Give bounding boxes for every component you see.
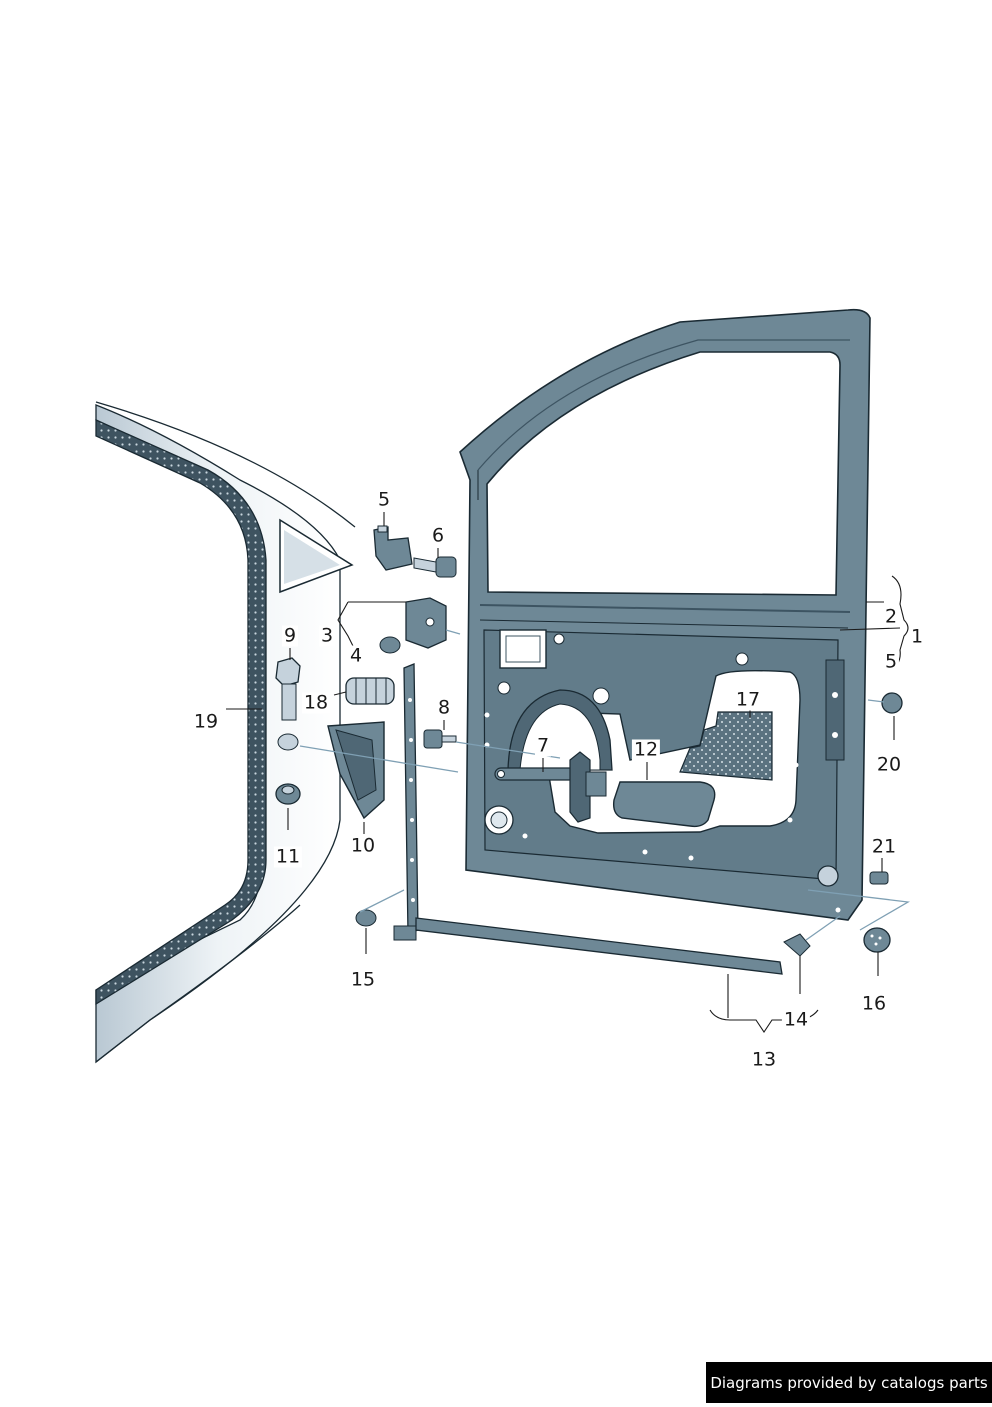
callout-4: 4 xyxy=(347,644,365,667)
screw-21 xyxy=(869,871,889,885)
callout-10: 10 xyxy=(348,834,378,857)
upper-hinge-5 xyxy=(373,525,413,571)
callout-16: 16 xyxy=(859,992,889,1015)
callout-6: 6 xyxy=(429,524,447,547)
clip-14 xyxy=(783,933,811,957)
door-stop-10 xyxy=(327,721,385,820)
bolt-8 xyxy=(423,729,457,749)
callout-1: 1 xyxy=(908,625,926,648)
plug-20 xyxy=(881,692,903,714)
callout-19: 19 xyxy=(191,710,221,733)
callout-8: 8 xyxy=(435,696,453,719)
callout-5-hinge: 5 xyxy=(375,488,393,511)
nut-11 xyxy=(275,783,301,805)
leader-lines xyxy=(226,512,909,1033)
callout-7: 7 xyxy=(534,734,552,757)
plug-16 xyxy=(863,927,891,953)
lower-hinge-3 xyxy=(405,597,447,649)
callout-5-door: 5 xyxy=(882,650,900,673)
vertical-seal-strip xyxy=(393,663,419,941)
sound-insulation-17 xyxy=(679,711,773,781)
callout-13: 13 xyxy=(749,1048,779,1071)
clip-15 xyxy=(355,909,377,927)
protective-shell-12 xyxy=(612,781,716,828)
door-shell-1 xyxy=(459,308,871,921)
callout-2: 2 xyxy=(882,605,900,628)
callout-15: 15 xyxy=(348,968,378,991)
callout-12: 12 xyxy=(631,738,661,761)
lower-seal-strip-13 xyxy=(415,917,783,975)
vehicle-body-pillar xyxy=(95,401,356,1064)
hinge-nut-4 xyxy=(379,636,401,654)
door-seal-19 xyxy=(95,418,267,1006)
callout-21: 21 xyxy=(869,835,899,858)
callout-9: 9 xyxy=(281,624,299,647)
callout-3: 3 xyxy=(318,624,336,647)
callout-20: 20 xyxy=(874,753,904,776)
callout-17: 17 xyxy=(733,688,763,711)
spring-pin-18 xyxy=(345,677,395,705)
callout-18: 18 xyxy=(301,691,331,714)
callout-14: 14 xyxy=(781,1008,811,1031)
callout-11: 11 xyxy=(273,845,303,868)
hinge-bolt-9 xyxy=(275,657,301,751)
diagram-credit-banner: Diagrams provided by catalogs parts xyxy=(706,1362,992,1403)
hinge-bolt-6 xyxy=(413,556,457,578)
door-check-strap-7 xyxy=(494,751,607,823)
